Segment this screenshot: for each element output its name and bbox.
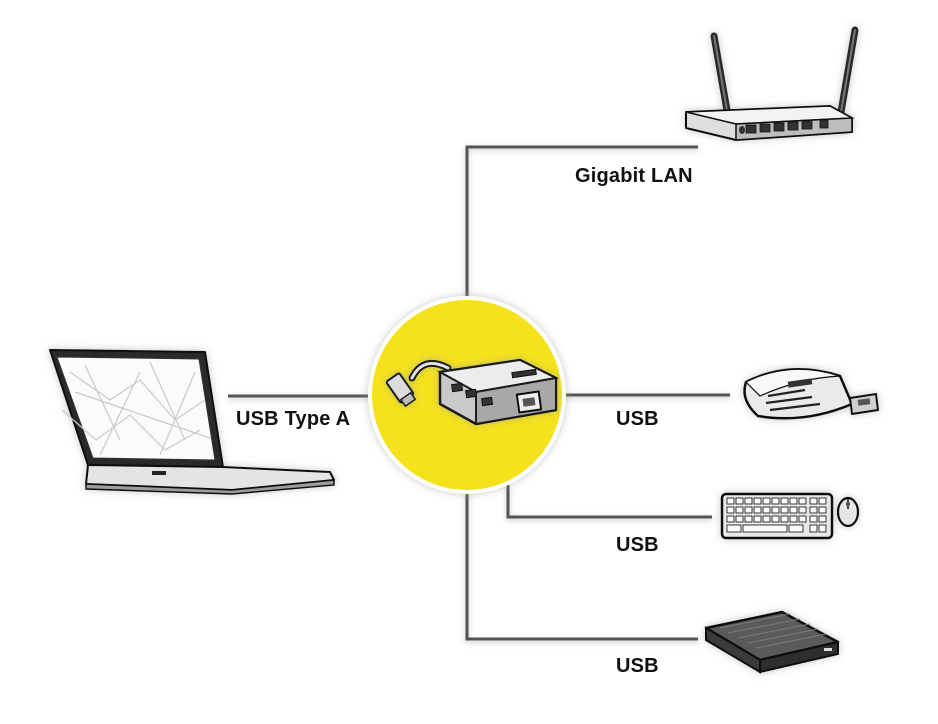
router-icon bbox=[685, 26, 859, 141]
label-usb-type-a: USB Type A bbox=[236, 408, 351, 430]
line-hub-keyboard bbox=[506, 485, 712, 519]
line-hub-hdd bbox=[465, 490, 698, 641]
connector-lines bbox=[228, 145, 730, 641]
label-usb-keyboard: USB bbox=[616, 534, 659, 556]
mouse-icon bbox=[836, 496, 860, 528]
keyboard-icon bbox=[720, 492, 834, 540]
label-gigabit-lan: Gigabit LAN bbox=[575, 165, 693, 187]
card-reader-icon bbox=[743, 368, 880, 420]
external-hdd-icon bbox=[704, 610, 840, 674]
laptop-icon bbox=[49, 349, 335, 495]
label-usb-hdd: USB bbox=[616, 655, 659, 677]
label-usb-card-reader: USB bbox=[616, 408, 659, 430]
usb-hub-icon bbox=[385, 358, 560, 426]
line-hub-router bbox=[465, 145, 698, 300]
